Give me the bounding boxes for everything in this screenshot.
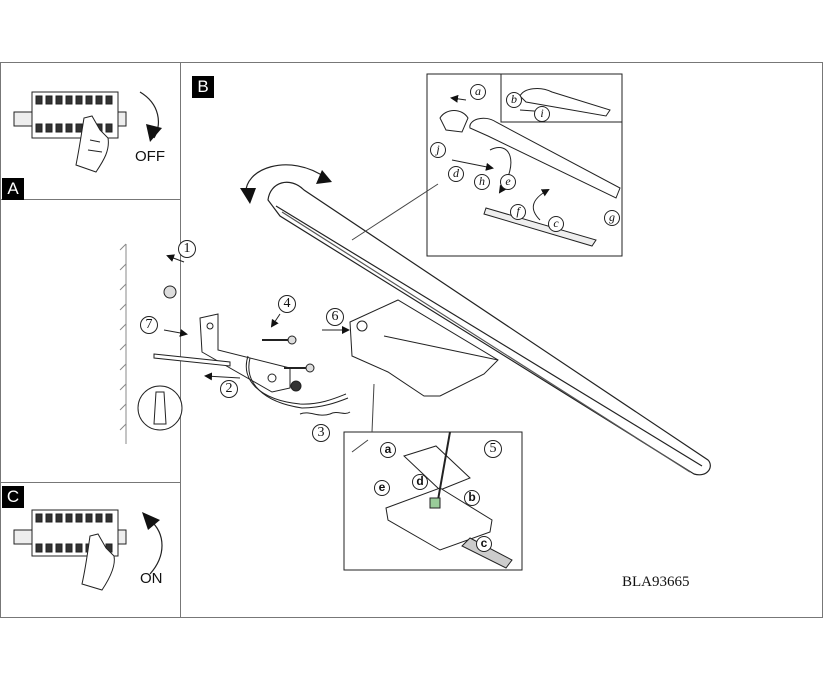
hand-icon bbox=[75, 115, 109, 173]
detail-callout-c: c bbox=[548, 216, 564, 232]
wall-plug-icon bbox=[137, 385, 183, 431]
wiring-callout-b: b bbox=[464, 490, 480, 506]
rotate-arrow-icon bbox=[240, 164, 332, 204]
wiring-callout-a: a bbox=[380, 442, 396, 458]
panel-c-switch-on bbox=[0, 482, 181, 618]
breaker-box-off bbox=[13, 91, 127, 139]
detail-callout-j: j bbox=[430, 142, 446, 158]
wiring-callout-c: c bbox=[476, 536, 492, 552]
detail-callout-g: g bbox=[604, 210, 620, 226]
breaker-box-on bbox=[13, 509, 127, 557]
panel-b-tag: B bbox=[192, 76, 214, 98]
switch-on-label: ON bbox=[140, 570, 163, 587]
lamp-housing bbox=[349, 299, 499, 397]
detail-callout-i: i bbox=[534, 106, 550, 122]
step-4-callout: 4 bbox=[278, 295, 296, 313]
model-code: BLA93665 bbox=[622, 574, 690, 590]
step-3-callout: 3 bbox=[312, 424, 330, 442]
panel-a-tag: A bbox=[2, 178, 24, 200]
detail-callout-d: d bbox=[448, 166, 464, 182]
detail-view-diffuser bbox=[351, 73, 623, 257]
screw-icon bbox=[163, 285, 315, 392]
step-5-callout: 5 bbox=[484, 440, 502, 458]
detail-view-wiring bbox=[343, 383, 523, 571]
rotate-on-arrow-icon bbox=[142, 512, 163, 575]
detail-callout-h: h bbox=[474, 174, 490, 190]
hand-icon bbox=[81, 533, 115, 591]
lamp-bar bbox=[267, 181, 711, 476]
switch-off-label: OFF bbox=[135, 148, 165, 165]
panel-divider bbox=[180, 200, 181, 482]
power-cable bbox=[245, 355, 349, 409]
panel-a-switch-off bbox=[0, 62, 181, 200]
step-1-callout: 1 bbox=[178, 240, 196, 258]
wiring-callout-e: e bbox=[374, 480, 390, 496]
dowel-bar bbox=[153, 353, 231, 367]
detail-callout-f: f bbox=[510, 204, 526, 220]
wiring-callout-d: d bbox=[412, 474, 428, 490]
panel-c-tag: C bbox=[2, 486, 24, 508]
detail-callout-b: b bbox=[506, 92, 522, 108]
detail-callout-a: a bbox=[470, 84, 486, 100]
mounting-bracket bbox=[199, 313, 291, 393]
cable-wave bbox=[299, 411, 351, 416]
detail-callout-e: e bbox=[500, 174, 516, 190]
step-arrows bbox=[163, 254, 350, 381]
wall bbox=[119, 243, 127, 444]
step-7-callout: 7 bbox=[140, 316, 158, 334]
rotate-off-arrow-icon bbox=[139, 91, 162, 142]
step-6-callout: 6 bbox=[326, 308, 344, 326]
step-2-callout: 2 bbox=[220, 380, 238, 398]
diagram-frame bbox=[0, 62, 823, 618]
